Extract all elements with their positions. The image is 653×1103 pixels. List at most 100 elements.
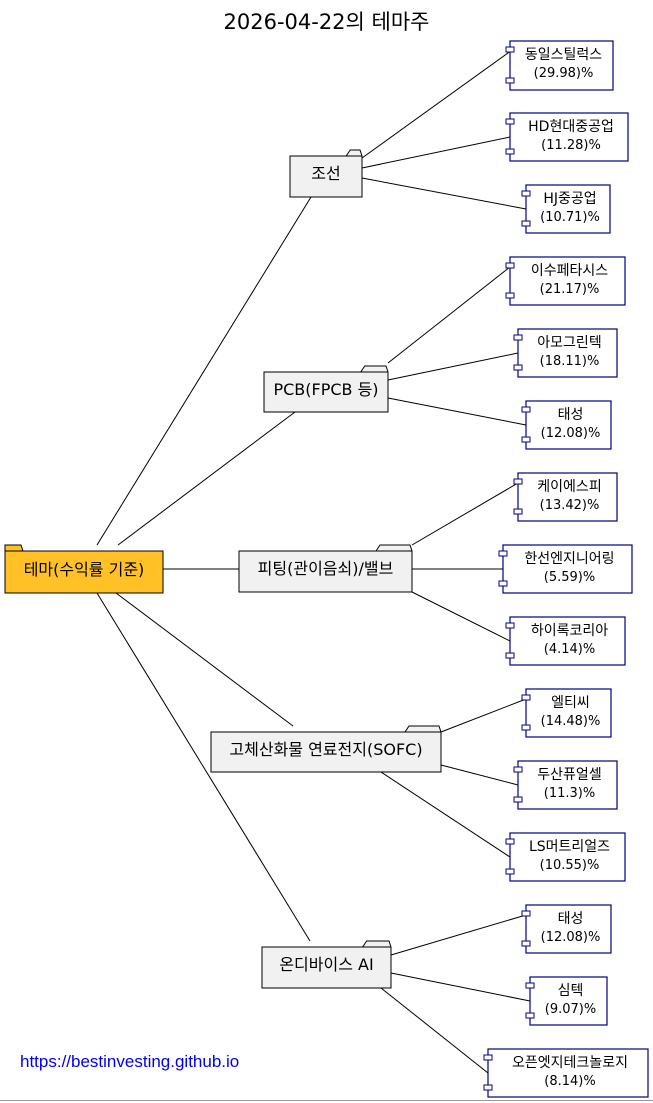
stock-name: 태성 (558, 911, 584, 927)
stock-return: (21.17)% (540, 282, 600, 297)
component-port-icon (505, 652, 515, 659)
theme-to-stock-connector (361, 136, 511, 169)
theme-node: PCB(FPCB 등) (263, 365, 389, 413)
stock-return: (12.08)% (541, 426, 601, 441)
stock-component-box (517, 760, 618, 810)
component-port-icon (521, 436, 531, 443)
component-port-icon (505, 622, 515, 629)
component-port-icon (525, 982, 535, 989)
stock-component-box (525, 904, 612, 954)
stock-node: 하이록코리아 (4.14)% (505, 616, 626, 666)
stock-return: (18.11)% (540, 354, 600, 369)
theme-label: 온디바이스 AI (279, 955, 373, 974)
stock-component-box (487, 1048, 649, 1098)
stock-node: HJ중공업 (10.71)% (521, 184, 611, 234)
component-port-icon (513, 334, 523, 341)
component-port-icon (513, 796, 523, 803)
stock-component-box (525, 400, 612, 450)
stock-component-box (502, 544, 633, 594)
folder-shape (263, 365, 389, 413)
stock-name: 이수페타시스 (531, 263, 608, 279)
component-port-icon (483, 1084, 493, 1091)
stock-component-box (509, 256, 626, 306)
stock-name: HD현대중공업 (528, 119, 614, 135)
component-port-icon (521, 694, 531, 701)
theme-to-stock-connector (361, 177, 527, 210)
stock-node: 태성(12.08)% (521, 904, 612, 954)
component-port-icon (505, 868, 515, 875)
component-port-icon (521, 406, 531, 413)
component-port-icon (505, 46, 515, 53)
stock-node: 심텍(9.07)% (525, 976, 608, 1026)
component-port-icon (525, 1012, 535, 1019)
component-port-icon (513, 364, 523, 371)
stock-return: (10.71)% (540, 210, 600, 225)
stock-return: (4.14)% (544, 642, 595, 657)
stock-component-box (509, 616, 626, 666)
root-to-theme-connector (115, 592, 294, 727)
stock-name: 심텍 (558, 983, 584, 999)
stock-component-box (529, 976, 608, 1026)
component-port-icon (521, 940, 531, 947)
theme-label: 조선 (311, 164, 340, 183)
stock-node: LS머트리얼즈 (10.55)% (505, 832, 626, 882)
stock-name: 하이록코리아 (531, 623, 608, 639)
component-port-icon (513, 508, 523, 515)
root-to-theme-connector (96, 592, 311, 942)
page-title: 2026-04-22의 테마주 (223, 10, 430, 34)
root-to-theme-connector (117, 411, 296, 546)
stock-name: 아모그린텍 (537, 335, 601, 351)
component-port-icon (521, 190, 531, 197)
component-port-icon (521, 910, 531, 917)
stock-return: (11.3)% (544, 786, 595, 801)
stock-node: 케이에스피(13.42)% (513, 472, 618, 522)
stock-node: HD현대중공업(11.28)% (505, 112, 629, 162)
bottom-divider (0, 1100, 653, 1101)
component-port-icon (505, 77, 515, 84)
theme-to-stock-connector (380, 771, 511, 858)
stock-node: 엘티씨(14.48)% (521, 688, 612, 738)
theme-to-stock-connector (411, 591, 511, 642)
stock-component-box (517, 472, 618, 522)
component-port-icon (505, 838, 515, 845)
root-folder-shape (4, 544, 164, 594)
stock-name: LS머트리얼즈 (529, 839, 610, 855)
stock-component-box (517, 328, 618, 378)
stock-return: (10.55)% (540, 858, 600, 873)
theme-to-stock-connector (411, 482, 519, 546)
component-port-icon (513, 478, 523, 485)
theme-to-stock-connector (387, 352, 519, 381)
stock-node: 아모그린텍 (18.11)% (513, 328, 618, 378)
folder-shape (210, 725, 442, 773)
theme-to-stock-connector (440, 698, 527, 733)
theme-label: 고체산화물 연료전지(SOFC) (229, 740, 422, 759)
stock-name: 한선엔지니어링 (524, 551, 614, 567)
stock-node: 한선엔지니어링(5.59)% (498, 544, 633, 594)
theme-to-stock-connector (387, 397, 527, 426)
stock-name: 케이에스피 (537, 479, 601, 495)
folder-shape (289, 149, 363, 198)
stock-name: 동일스틸럭스 (525, 47, 602, 63)
stock-return: (14.48)% (541, 714, 601, 729)
stock-component-box (525, 688, 612, 738)
stock-component-box (509, 112, 629, 162)
stock-component-box (509, 40, 614, 91)
stock-name: 태성 (558, 407, 584, 423)
stock-name: HJ중공업 (543, 191, 596, 207)
theme-label: 피팅(관이음쇠)/밸브 (258, 559, 394, 578)
component-port-icon (521, 220, 531, 227)
stock-node: 두산퓨얼셀 (11.3)% (513, 760, 618, 810)
root-node: 테마(수익률 기준) (4, 544, 164, 594)
folder-shape (261, 940, 392, 989)
root-to-theme-connector (96, 196, 312, 546)
theme-label: PCB(FPCB 등) (273, 380, 378, 399)
stock-name: 두산퓨얼셀 (537, 767, 601, 783)
theme-to-stock-connector (390, 972, 531, 1002)
footer-link[interactable]: https://bestinvesting.github.io (20, 1052, 240, 1071)
stock-node: 이수페타시스 (21.17)% (505, 256, 626, 306)
component-port-icon (521, 724, 531, 731)
stock-name: 오픈엣지테크놀로지 (512, 1055, 628, 1071)
component-port-icon (505, 292, 515, 299)
root-label: 테마(수익률 기준) (24, 560, 145, 579)
